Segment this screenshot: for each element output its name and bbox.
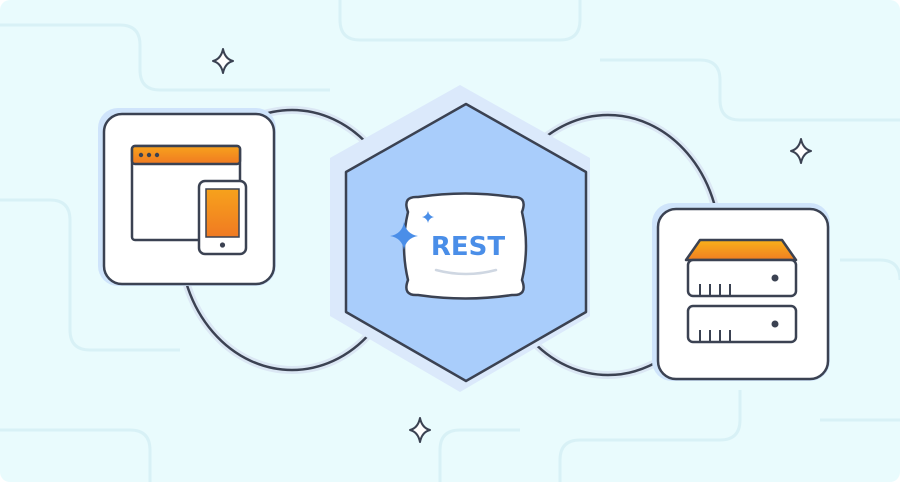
- server-rack-icon: [684, 238, 798, 344]
- pillow-icon: [402, 192, 528, 300]
- sparkle-icon: [212, 48, 234, 74]
- blue-sparkle-icon: [390, 211, 434, 250]
- sparkle-icon: [409, 417, 431, 443]
- client-card: [98, 108, 276, 286]
- phone-icon: [197, 179, 248, 256]
- sparkle-icon: [790, 138, 812, 164]
- server-card: [652, 203, 830, 381]
- rest-label: REST: [431, 232, 506, 262]
